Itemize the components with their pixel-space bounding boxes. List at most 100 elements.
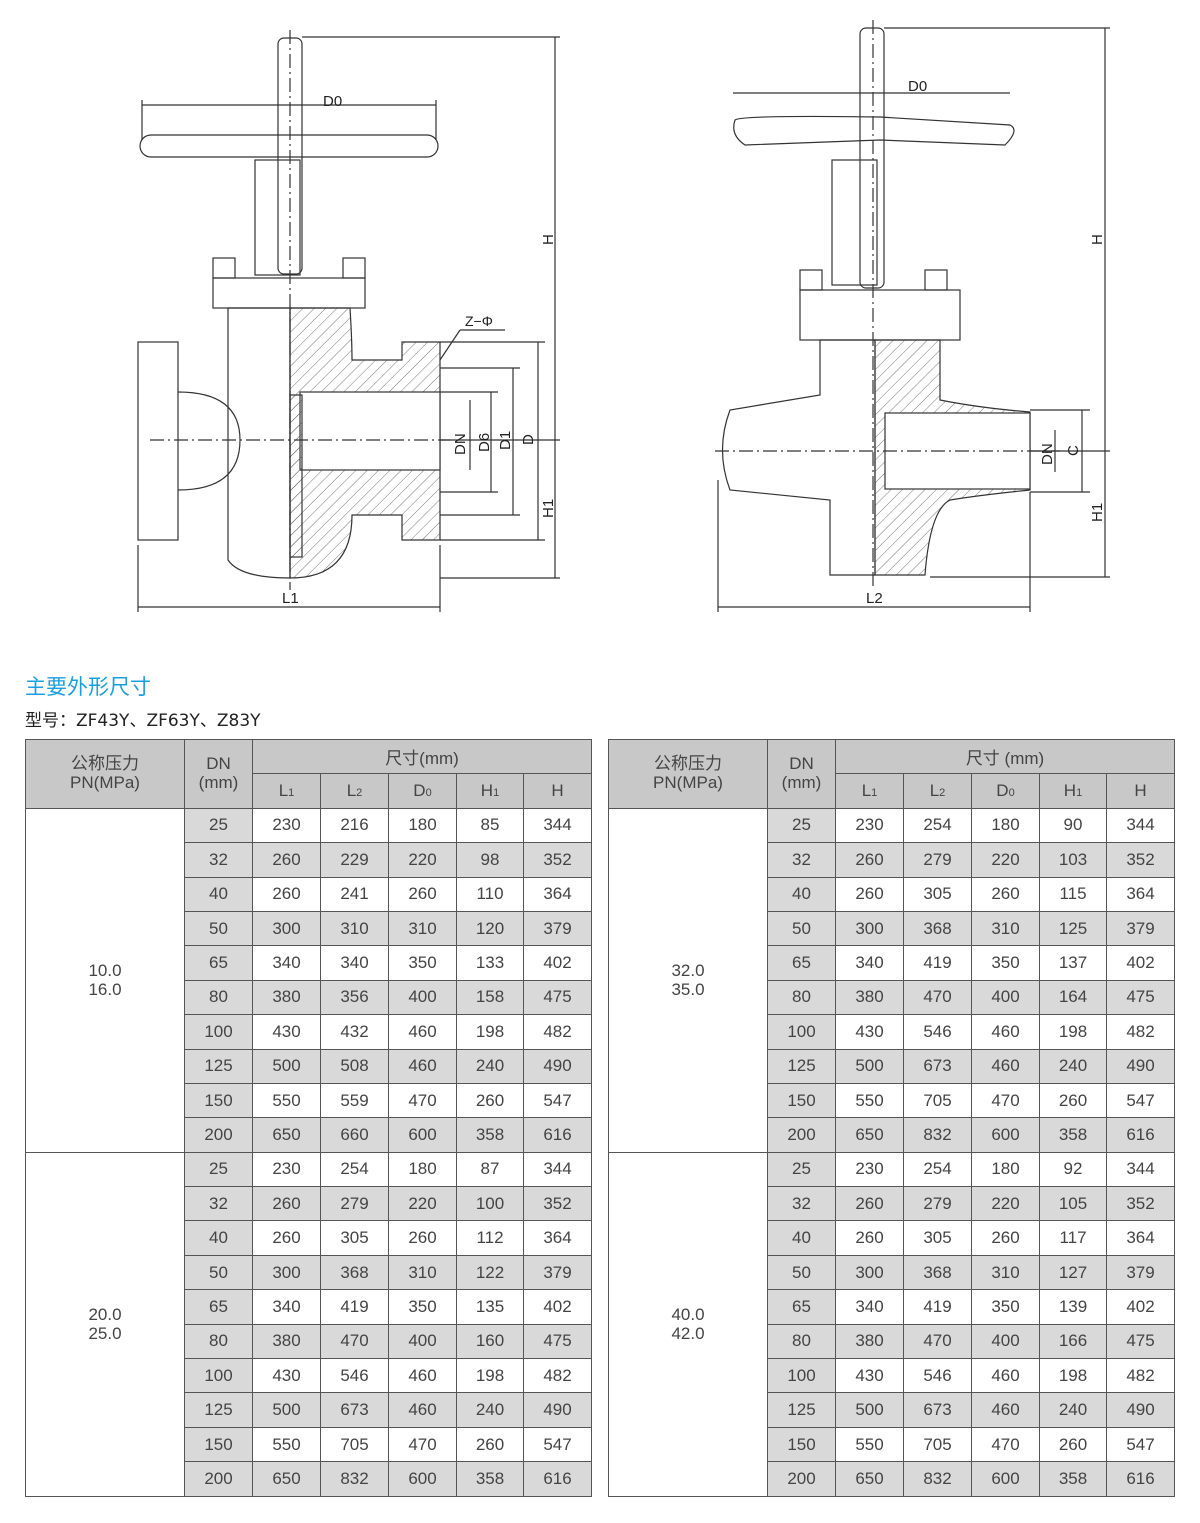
dimension-cell-h1: 240 (456, 1392, 524, 1428)
dimension-cell-d0: 260 (388, 1220, 457, 1256)
dimension-cell-h: 547 (1106, 1082, 1175, 1119)
dimension-cell-h: 352 (1106, 842, 1175, 878)
dimension-cell-d0: 310 (388, 1254, 457, 1291)
dimension-cell-h1: 166 (1039, 1323, 1107, 1360)
dimension-cell-d0: 460 (388, 1048, 457, 1084)
dimension-cell-l2: 229 (320, 842, 389, 878)
dimension-cell-h1: 139 (1039, 1289, 1107, 1325)
dimension-cell-h1: 198 (456, 1014, 524, 1050)
dimension-cell-h1: 110 (456, 876, 524, 912)
dimension-cell-l1: 430 (835, 1014, 904, 1050)
dimension-cell-l1: 650 (835, 1461, 904, 1497)
dimension-cell-h1: 198 (1039, 1014, 1107, 1050)
dimension-cell-h: 482 (1106, 1358, 1175, 1394)
dimension-cell-h1: 125 (1039, 910, 1107, 947)
dimension-cell-l2: 305 (903, 876, 972, 912)
dimension-cell-d0: 600 (971, 1117, 1040, 1153)
header-col-label: L1 (278, 781, 295, 801)
dimension-cell-h: 482 (1106, 1014, 1175, 1050)
dimension-cell-l1: 230 (252, 807, 321, 844)
dimension-cell-d0: 310 (971, 1254, 1040, 1291)
label-dn: DN (452, 433, 469, 455)
dimension-cell-h1: 260 (456, 1082, 524, 1119)
header-col-label: H (1134, 781, 1147, 801)
dimension-cell-d0: 310 (388, 910, 457, 947)
header-col-label: D0 (996, 781, 1015, 801)
dn-cell: 80 (184, 1323, 253, 1360)
dimension-cell-h: 482 (522, 1014, 593, 1050)
dimension-cell-l1: 550 (835, 1426, 904, 1463)
dimension-cell-l1: 650 (835, 1117, 904, 1153)
dimension-cell-h: 352 (1106, 1186, 1175, 1222)
dimension-cell-l2: 340 (320, 945, 389, 981)
dimension-cell-l2: 216 (320, 807, 389, 844)
dimension-cell-h: 364 (522, 1220, 593, 1256)
dimension-cell-l2: 546 (320, 1358, 389, 1394)
dimension-cell-d0: 260 (388, 876, 457, 912)
header-col-label: L2 (346, 781, 363, 801)
dimension-cell-l1: 380 (835, 1323, 904, 1360)
dn-cell: 32 (767, 842, 836, 878)
dimension-cell-l1: 300 (252, 1254, 321, 1291)
label-d: D (520, 434, 537, 445)
dimension-cell-d0: 460 (388, 1014, 457, 1050)
dimension-cell-l1: 500 (252, 1392, 321, 1428)
dimension-cell-l2: 470 (903, 1323, 972, 1360)
dn-cell: 100 (767, 1358, 836, 1394)
dimension-cell-h: 547 (522, 1082, 593, 1119)
dimension-cell-l2: 241 (320, 876, 389, 912)
dimension-cell-h: 616 (522, 1461, 593, 1497)
dimension-cell-h1: 260 (456, 1426, 524, 1463)
dimension-cell-l2: 368 (903, 910, 972, 947)
dimension-cell-l2: 368 (903, 1254, 972, 1291)
dimension-cell-l1: 230 (835, 1151, 904, 1188)
dn-cell: 200 (184, 1117, 253, 1153)
dimension-cell-h: 482 (522, 1358, 593, 1394)
section-title: 主要外形尺寸 (25, 675, 151, 699)
dimension-cell-h1: 90 (1039, 807, 1107, 844)
label-d1: D1 (497, 431, 514, 450)
dimension-cell-h1: 260 (1039, 1082, 1107, 1119)
header-col-label: L1 (861, 781, 878, 801)
dimension-cell-l2: 432 (320, 1014, 389, 1050)
header-dn: DN(mm) (184, 739, 253, 809)
dimension-cell-l2: 673 (320, 1392, 389, 1428)
dimension-cell-d0: 460 (971, 1358, 1040, 1394)
pressure-value: 25.0 (88, 1324, 122, 1344)
dimension-cell-h: 402 (522, 945, 593, 981)
header-col-h1: H1 (456, 773, 524, 809)
dn-cell: 80 (767, 979, 836, 1016)
dimension-cell-d0: 260 (971, 1220, 1040, 1256)
dimension-cell-h1: 260 (1039, 1426, 1107, 1463)
dimension-cell-l2: 254 (903, 807, 972, 844)
dimension-cell-l1: 260 (252, 876, 321, 912)
header-col-l1: L1 (835, 773, 904, 809)
dn-cell: 125 (767, 1048, 836, 1084)
dimension-cell-l1: 340 (252, 945, 321, 981)
dimension-cell-h: 490 (1106, 1392, 1175, 1428)
dimension-cell-d0: 600 (971, 1461, 1040, 1497)
dimension-cell-l1: 340 (835, 1289, 904, 1325)
dimension-cell-h: 379 (522, 1254, 593, 1291)
header-dn-line: DN (206, 754, 231, 773)
dn-cell: 40 (184, 876, 253, 912)
dimension-cell-h: 352 (522, 842, 593, 878)
dimension-cell-h1: 240 (1039, 1392, 1107, 1428)
dimension-cell-d0: 460 (971, 1014, 1040, 1050)
dimension-cell-h1: 98 (456, 842, 524, 878)
dn-cell: 150 (184, 1082, 253, 1119)
dimension-cell-l2: 305 (903, 1220, 972, 1256)
dimension-cell-l2: 546 (903, 1014, 972, 1050)
